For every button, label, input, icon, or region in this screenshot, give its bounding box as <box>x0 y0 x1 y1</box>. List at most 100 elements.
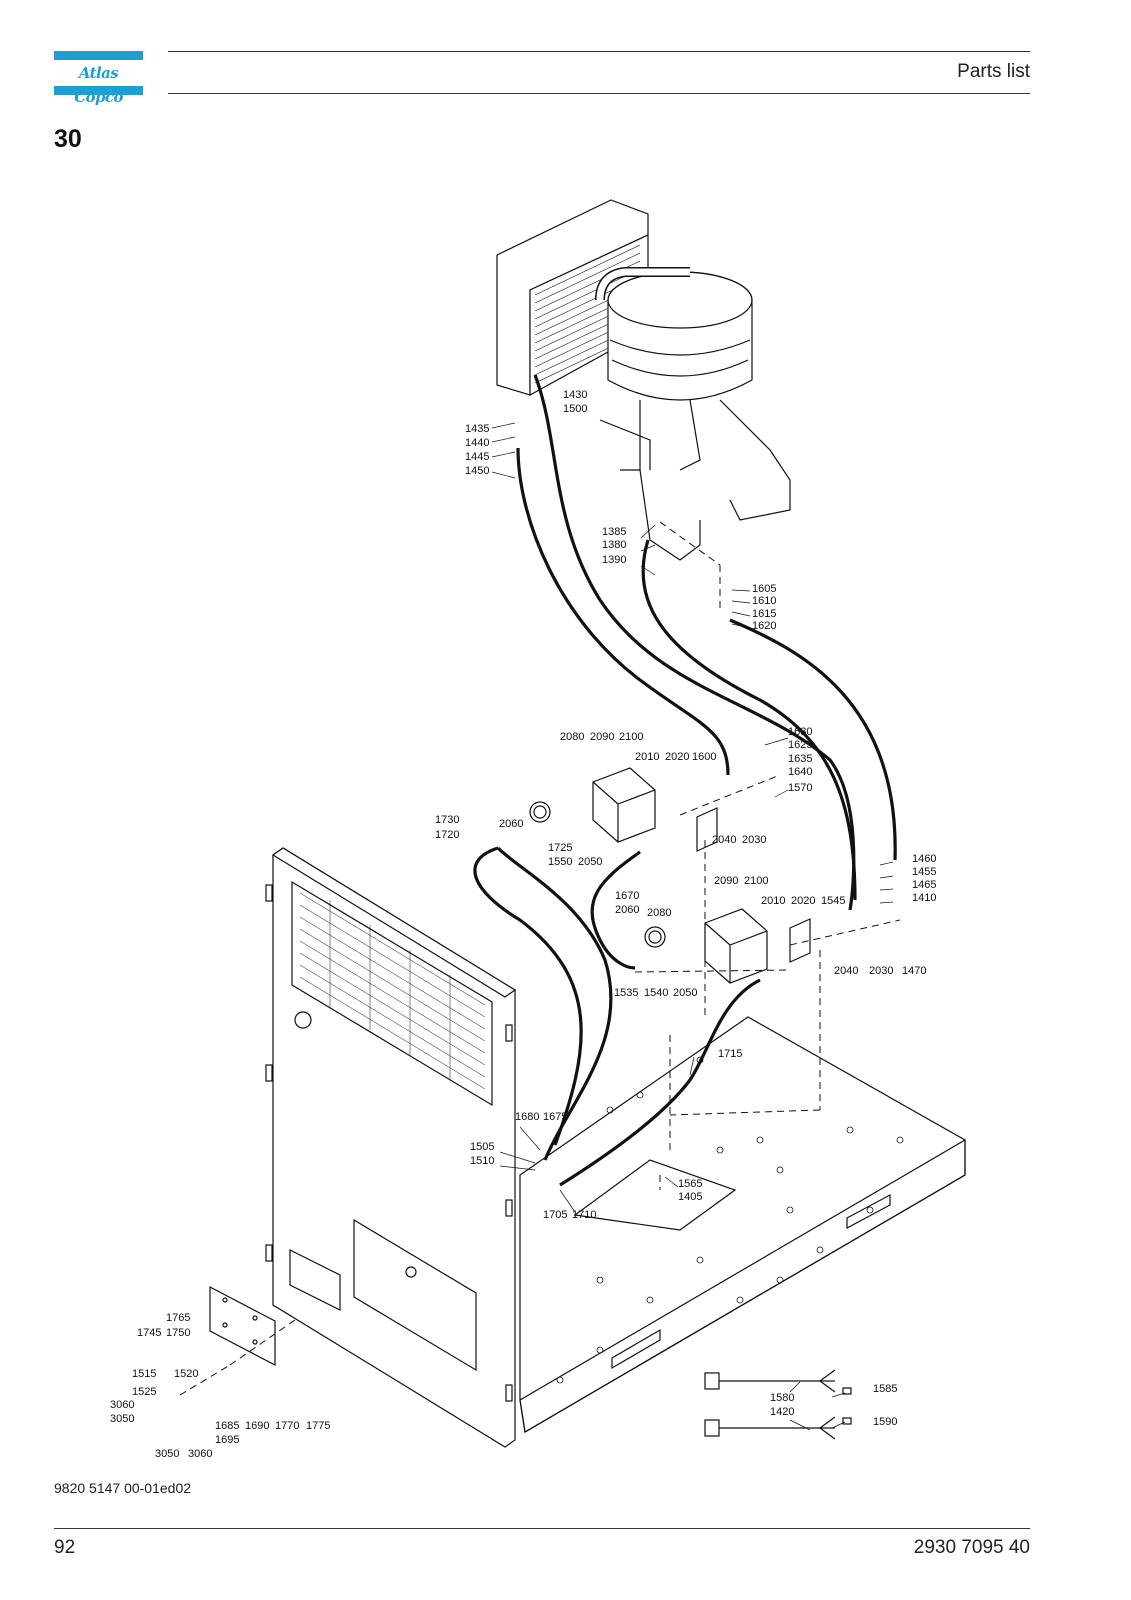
callout: 2060 <box>615 904 639 916</box>
separator-vessel <box>595 267 791 561</box>
callout: 1510 <box>470 1155 494 1167</box>
callout: 1730 <box>435 814 459 826</box>
callout: 3060 <box>188 1448 212 1460</box>
callout: 1690 <box>245 1420 269 1432</box>
callout: 1445 <box>465 451 489 463</box>
callout: 1770 <box>275 1420 299 1432</box>
callout: 1600 <box>692 751 716 763</box>
callout: 1625 <box>788 739 812 751</box>
header-top-rule <box>168 51 1030 52</box>
callout-labels: 1430 1500 1435 1440 1445 1450 1385 1380 … <box>110 389 936 1460</box>
callout: 3060 <box>110 1399 134 1411</box>
callout: 3050 <box>110 1413 134 1425</box>
base-frame <box>519 1016 966 1433</box>
callout: 1570 <box>788 782 812 794</box>
assembly-lines <box>179 521 901 1396</box>
callout: 1405 <box>678 1191 702 1203</box>
header-bottom-rule <box>168 93 1030 94</box>
wiring-harness <box>704 1369 852 1440</box>
callout: 2090 <box>714 875 738 887</box>
callout: 1630 <box>788 726 812 738</box>
callout: 1515 <box>132 1368 156 1380</box>
callout: 1540 <box>644 987 668 999</box>
drawing-reference: 9820 5147 00-01ed02 <box>54 1480 192 1496</box>
callout: 1450 <box>465 465 489 477</box>
callout: 1525 <box>132 1386 156 1398</box>
callout: 2040 <box>834 965 858 977</box>
callout: 1725 <box>548 842 572 854</box>
callout: 1470 <box>902 965 926 977</box>
callout: 1380 <box>602 539 626 551</box>
callout: 1620 <box>752 620 776 632</box>
logo-top-bar <box>54 51 143 60</box>
callout: 1715 <box>718 1048 742 1060</box>
callout: 2090 <box>590 731 614 743</box>
callout: 2010 <box>635 751 659 763</box>
callout: 3050 <box>155 1448 179 1460</box>
callout: 1680 <box>515 1111 539 1123</box>
callout: 1615 <box>752 608 776 620</box>
callout: 1505 <box>470 1141 494 1153</box>
callout: 2100 <box>619 731 643 743</box>
footer-rule <box>54 1528 1030 1529</box>
callout: 1675 <box>543 1111 567 1123</box>
callout: 1455 <box>912 866 936 878</box>
callout: 1670 <box>615 890 639 902</box>
callout: 1420 <box>770 1406 794 1418</box>
callout: 1635 <box>788 753 812 765</box>
callout: 2080 <box>560 731 584 743</box>
page-title: Parts list <box>957 61 1030 82</box>
callout: 2050 <box>673 987 697 999</box>
callout: 1440 <box>465 437 489 449</box>
callout: 1765 <box>166 1312 190 1324</box>
callout: 1585 <box>873 1383 897 1395</box>
callout: 1410 <box>912 892 936 904</box>
callout: 1695 <box>215 1434 239 1446</box>
callout: 1605 <box>752 583 776 595</box>
callout: 2050 <box>578 856 602 868</box>
hoses <box>473 374 897 1187</box>
callout: 1705 <box>543 1209 567 1221</box>
callout: 1500 <box>563 403 587 415</box>
callout: 1720 <box>435 829 459 841</box>
callout: 2020 <box>665 751 689 763</box>
callout: 2100 <box>744 875 768 887</box>
callout: 1745 <box>137 1327 161 1339</box>
callout: 1710 <box>572 1209 596 1221</box>
callout: 1565 <box>678 1178 702 1190</box>
bulkhead-plate <box>209 1249 341 1366</box>
callout: 1590 <box>873 1416 897 1428</box>
atlas-copco-logo: Atlas Copco <box>54 51 143 106</box>
callout: 2020 <box>791 895 815 907</box>
section-number: 30 <box>54 125 82 153</box>
cabinet-door <box>265 847 517 1448</box>
callout: 2040 <box>712 834 736 846</box>
callout: 1545 <box>821 895 845 907</box>
callout: 1775 <box>306 1420 330 1432</box>
bracket-lower <box>789 918 811 963</box>
callout: 1610 <box>752 595 776 607</box>
callout: 1465 <box>912 879 936 891</box>
callout: 1580 <box>770 1392 794 1404</box>
valve-block-upper <box>529 767 656 843</box>
callout: 1460 <box>912 853 936 865</box>
callout: 2060 <box>499 818 523 830</box>
leader-lines <box>491 374 894 1431</box>
callout: 2080 <box>647 907 671 919</box>
callout: 1435 <box>465 423 489 435</box>
callout: 2030 <box>742 834 766 846</box>
bracket-upper <box>696 807 718 852</box>
callout: 1390 <box>602 554 626 566</box>
callout: 1550 <box>548 856 572 868</box>
callout: 1750 <box>166 1327 190 1339</box>
callout: 2010 <box>761 895 785 907</box>
callout: 1520 <box>174 1368 198 1380</box>
callout: 1430 <box>563 389 587 401</box>
logo-bottom-bar <box>54 86 143 95</box>
callout: 1640 <box>788 766 812 778</box>
page-number: 92 <box>54 1537 76 1558</box>
callout: 1385 <box>602 526 626 538</box>
callout: 1685 <box>215 1420 239 1432</box>
callout: 1535 <box>614 987 638 999</box>
